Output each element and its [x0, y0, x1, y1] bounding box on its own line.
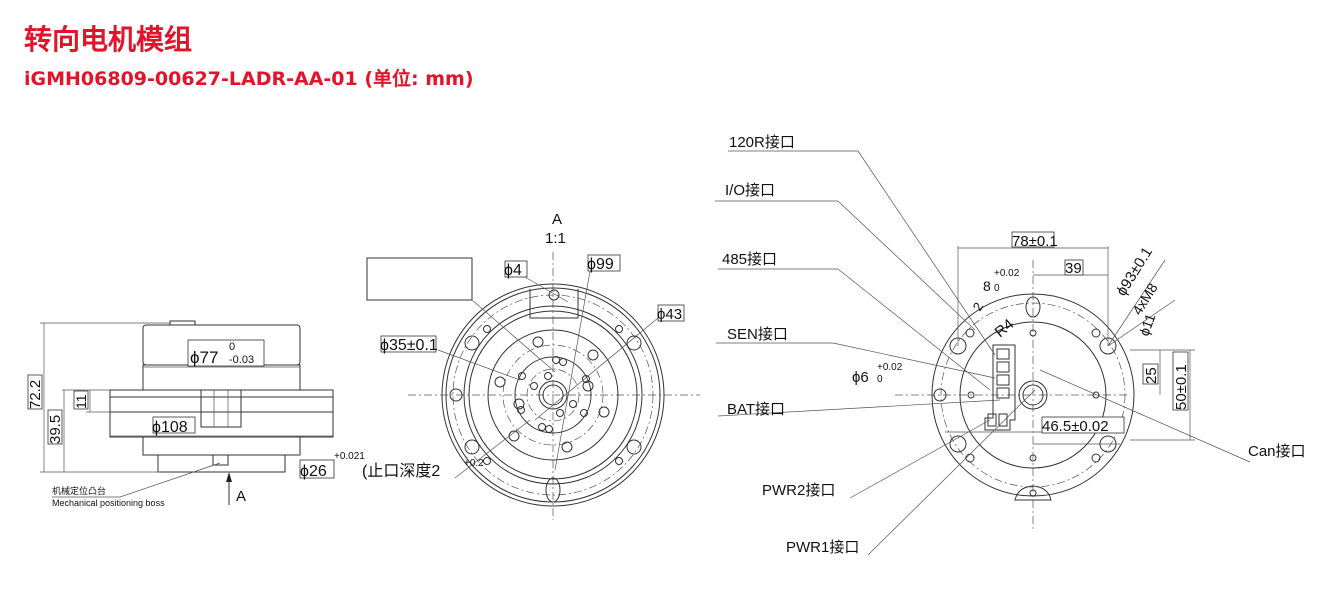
spigot-depth: (止口深度2: [362, 462, 440, 480]
view-a-label: A: [552, 211, 562, 228]
dim-half-width: 39: [1065, 260, 1082, 277]
dim-slot-tol-lower: 0: [994, 283, 1000, 294]
dim-slot-tol: +0.02: [994, 268, 1020, 279]
dim-25: 25: [1143, 367, 1160, 384]
page-title: 转向电机模组: [24, 23, 193, 56]
port-bat: BAT接口: [727, 401, 785, 418]
dim-top-diameter: ϕ77: [190, 348, 218, 367]
note-en: Mechanical positioning boss: [52, 498, 165, 508]
dim-hole: ϕ4: [504, 262, 522, 279]
dim-pin-tol-lower: 0: [877, 374, 883, 385]
port-can: Can接口: [1248, 443, 1306, 460]
note-cn: 机械定位凸台: [52, 485, 106, 496]
port-120r: 120R接口: [729, 134, 795, 151]
dim-spigot-tol: +0.021: [334, 451, 365, 462]
dim-top-tol-lower: -0.03: [229, 354, 254, 366]
dim-counterbore: ϕ11: [1136, 311, 1159, 338]
port-io: I/O接口: [725, 182, 775, 199]
dim-flange-thickness: 11: [73, 394, 89, 409]
side-view: 72.2 39.5 11 ϕ77 0 -0.03 ϕ108 机械定位凸台 Mec…: [27, 320, 334, 508]
dim-pin: ϕ6: [852, 369, 869, 386]
port-485: 485接口: [722, 251, 777, 268]
dim-height-total: 72.2: [27, 380, 44, 409]
view-a: A 1:1: [299, 211, 700, 520]
port-sen: SEN接口: [727, 326, 788, 343]
rear-view: 120R接口 I/O接口 485接口 SEN接口 BAT接口 PWR2接口 PW…: [715, 134, 1306, 556]
model-subtitle: iGMH06809-00627-LADR-AA-01 (单位: mm): [24, 68, 474, 90]
dim-height-flange: 39.5: [47, 415, 64, 444]
view-a-scale: 1:1: [545, 230, 566, 247]
port-pwr2: PWR2接口: [762, 482, 835, 499]
dim-bore: ϕ35±0.1: [380, 337, 438, 354]
dim-flange-diameter: ϕ108: [152, 419, 188, 436]
dim-50: 50±0.1: [1173, 364, 1190, 410]
dim-slot: 8: [983, 278, 991, 294]
dim-width: 78±0.1: [1012, 233, 1058, 250]
dim-pcd-inner: ϕ43: [657, 306, 682, 323]
port-pwr1: PWR1接口: [786, 539, 859, 556]
dim-radius: R4: [992, 316, 1018, 341]
dim-46: 46.5±0.02: [1042, 418, 1109, 435]
dim-top-tol-upper: 0: [229, 341, 235, 353]
dim-pcd-outer: ϕ99: [587, 256, 614, 273]
dim-pin-tol: +0.02: [877, 362, 903, 373]
dim-2: 2: [970, 300, 987, 314]
view-arrow-label: A: [236, 488, 246, 505]
dim-spigot: ϕ26: [300, 463, 327, 480]
